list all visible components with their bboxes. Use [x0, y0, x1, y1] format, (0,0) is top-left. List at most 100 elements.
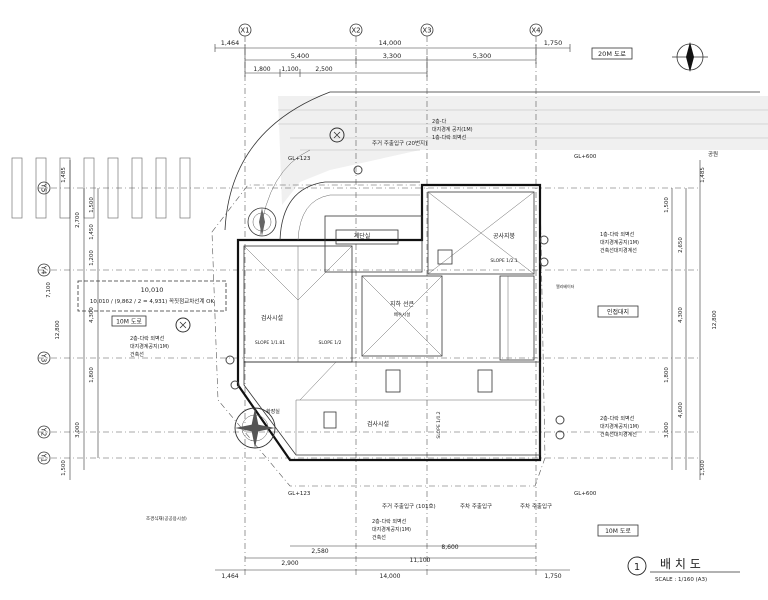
dim-right-a: 1,485	[700, 167, 706, 183]
entrance-bottom-1: 주거 주출입구 (101호)	[382, 502, 436, 510]
site-boundary	[211, 184, 546, 487]
slope-label-2: SLOPE 1/2	[319, 340, 342, 346]
dim-left-d: 1,450	[89, 224, 95, 240]
dim-right-b: 1,500	[664, 197, 670, 213]
bottom-dimensions: 2,580 8,600 2,900 11,100 1,464 14,000 1,…	[215, 544, 570, 580]
road-edge-curve	[224, 91, 760, 231]
slope-label-4: SLOPE 1/0.2	[436, 411, 442, 438]
top-dimensions: 1,464 14,000 1,750 5,400 3,300 5,300 1,8…	[214, 39, 571, 77]
road-20m-box	[591, 47, 633, 60]
note-right-1a: 1층-다락 외벽선	[600, 231, 635, 238]
drawing-title: 배 치 도	[660, 557, 701, 571]
note-left-1c: 건축선	[130, 351, 144, 358]
dim-bot-1750: 1,750	[544, 573, 561, 580]
dim-right-g: 3,000	[664, 422, 670, 438]
axis-y5: Y5	[40, 183, 48, 193]
room-wc-label: 화장실	[266, 408, 280, 415]
dim-right-f: 4,600	[678, 402, 684, 418]
park-label: 공원	[708, 150, 718, 158]
note-right-2b: 대지경계공지(1M)	[600, 423, 639, 430]
road-10m-label-left: 10M 도로	[116, 319, 142, 326]
dim-bot-14000: 14,000	[380, 573, 401, 580]
note-right-2c: 건축선대지경계선	[600, 431, 637, 438]
axis-x3: X3	[422, 27, 431, 35]
dim-top-1464: 1,464	[221, 39, 240, 47]
dim-right-d: 4,300	[678, 307, 684, 323]
dim-top-1800: 1,800	[253, 66, 270, 73]
entrance-bottom-3: 주차 주출입구	[520, 502, 552, 510]
axis-x4: X4	[531, 27, 541, 35]
road-10m-box-bottom	[597, 524, 639, 537]
note-top-3: 1층-다락 외벽선	[432, 134, 467, 141]
note-bottom-1: 2층-다락 외벽선	[372, 518, 407, 525]
gl-label-top-right: GL+600	[574, 154, 597, 160]
note-right-2a: 2층-다락 외벽선	[600, 415, 635, 422]
room-sunken-label: 지하 선큰	[390, 300, 414, 308]
room-drain-label: 배수시설	[394, 311, 411, 318]
note-left-1a: 2층-다락 외벽선	[130, 335, 165, 342]
north-arrow-icon	[672, 42, 708, 72]
dim-bot-11100: 11,100	[410, 557, 431, 564]
left-dimensions: 1,485 2,700 1,500 1,450 1,200 4,300 1,80…	[46, 160, 99, 480]
dim-left-b: 2,700	[75, 212, 81, 228]
dim-top-1100: 1,100	[281, 66, 298, 73]
room-roof-label: 공사지붕	[493, 232, 516, 240]
tree-icon	[247, 207, 277, 237]
room-inspection-1-label: 검사시설	[261, 314, 283, 322]
axis-x2: X2	[351, 27, 360, 35]
shrub-icon	[225, 165, 565, 440]
dim-top-5400: 5,400	[291, 52, 310, 60]
drawing-scale: SCALE : 1/160 (A3)	[655, 577, 707, 583]
entrance-top-label: 주거 주출입구 (20번지)	[372, 139, 427, 147]
dim-bot-8600: 8,600	[441, 544, 458, 551]
dim-left-h: 3,000	[75, 422, 81, 438]
tree-note: 조경식재(공공용시설)	[146, 515, 187, 522]
dim-bot-2580: 2,580	[311, 548, 328, 555]
area-calc: 10,010 / (9,862 / 2 = 4,931) 꼭짓점교차선계 OK	[90, 297, 215, 305]
entrance-marker-icon	[175, 127, 345, 333]
slope-label-1: SLOPE 1/1.81	[255, 340, 285, 346]
adj-land-box	[597, 305, 639, 318]
area-calc-box	[77, 280, 227, 312]
note-bottom-3: 건축선	[372, 534, 386, 541]
dim-left-a: 1,485	[61, 167, 67, 183]
dim-bot-1464: 1,464	[221, 573, 238, 580]
dim-top-14000: 14,000	[379, 39, 402, 47]
building-outline	[236, 181, 542, 462]
gl-label-bottom-left: GL+123	[288, 491, 311, 497]
note-right-1b: 대지경계공지(1M)	[600, 239, 639, 246]
lift-label: 엘리베이터	[556, 283, 575, 289]
axis-bubbles: X1 X2 X3 X4 Y5 Y4 Y3 Y2 Y1	[37, 23, 543, 465]
dim-right-tot: 12,800	[712, 310, 718, 330]
right-dimensions: 1,485 1,500 2,650 4,300 1,800 4,600 3,00…	[664, 160, 718, 480]
axis-y2: Y2	[40, 427, 48, 437]
dim-left-c: 1,500	[89, 197, 95, 213]
dim-left-f: 4,300	[89, 307, 95, 323]
gl-label-top-left: GL+123	[288, 156, 311, 162]
dim-left-tot2: 12,800	[55, 320, 61, 340]
dim-top-2500: 2,500	[315, 66, 332, 73]
dim-bot-2900: 2,900	[281, 560, 298, 567]
room-stair-label: 계단실	[354, 232, 371, 240]
dim-right-e: 1,800	[664, 367, 670, 383]
tree-icon	[234, 407, 276, 449]
slope-label-3: SLOPE 1/2.1	[490, 258, 517, 264]
dim-left-i: 1,500	[61, 460, 67, 476]
dim-top-3300: 3,300	[383, 52, 402, 60]
road-10m-label-bottom: 10M 도로	[605, 528, 631, 535]
area-total: 10,010	[141, 286, 164, 294]
road-20m-label: 20M 도로	[598, 50, 626, 58]
note-left-1b: 대지경계공지(1M)	[130, 343, 169, 350]
entrance-bottom-2: 주차 주출입구	[460, 502, 492, 510]
street-hatch	[278, 96, 768, 205]
dim-top-1750: 1,750	[544, 39, 563, 47]
title-block: 1 배 치 도 SCALE : 1/160 (A3)	[627, 556, 740, 583]
grid-axes	[38, 36, 700, 575]
axis-y3: Y3	[40, 353, 48, 363]
dim-left-e: 1,200	[89, 250, 95, 266]
room-inspection-2-label: 검사시설	[367, 420, 389, 428]
axis-y4: Y4	[40, 265, 48, 275]
dim-top-5300: 5,300	[473, 52, 492, 60]
note-right-1c: 건축선대지경계선	[600, 247, 637, 254]
